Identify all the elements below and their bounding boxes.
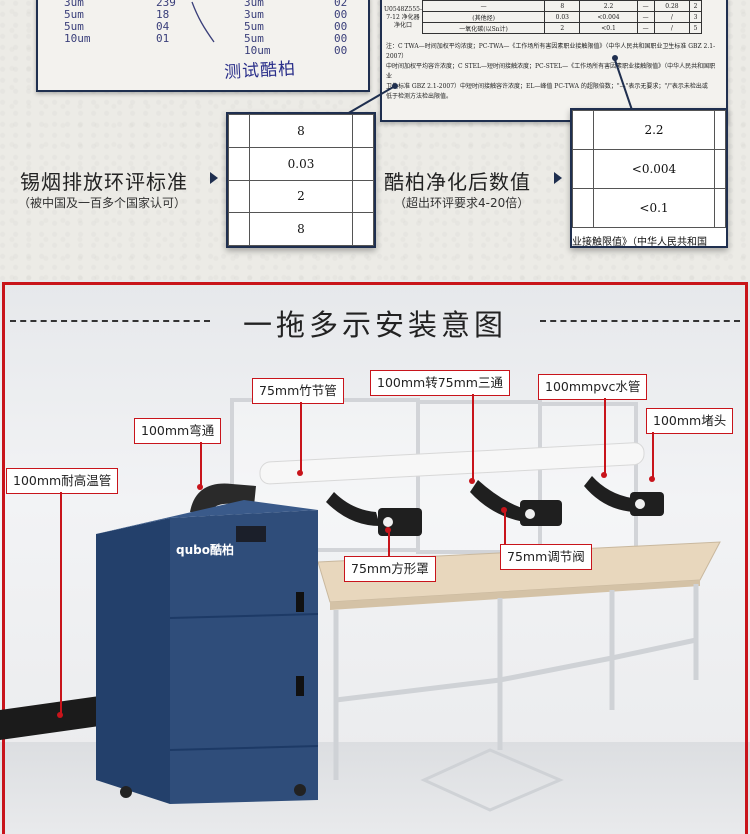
- purified-values-table: 2.2 <0.004 <0.1: [572, 110, 726, 228]
- report-background: 3um 239 3um 02 5um 18 3um 00 5um 04 5um …: [0, 0, 750, 280]
- purified-values-magnifier: 2.2 <0.004 <0.1 业接触限值》（中华人民共和国: [570, 108, 728, 248]
- callout-end-cap: 100mm堵头: [646, 408, 734, 434]
- pointer-right-icon: [554, 172, 562, 184]
- label-purified-value: 酷柏净化后数值: [384, 170, 531, 194]
- callout-dot: [469, 478, 475, 484]
- label-emission-standard: 锡烟排放环评标准: [20, 170, 188, 194]
- title-divider: [540, 320, 740, 322]
- handwritten-arrow: [191, 1, 215, 43]
- callout-line: [604, 398, 606, 474]
- callout-dot: [57, 712, 63, 718]
- magnifier-caption: 业接触限值》（中华人民共和国: [572, 237, 707, 248]
- standard-values-magnifier: 8 0.03 2 8: [226, 112, 376, 248]
- callout-bamboo-pipe: 75mm竹节管: [252, 378, 344, 404]
- standard-value: 2: [249, 179, 353, 214]
- callout-line: [504, 510, 506, 544]
- emission-report-sheet: U0548Z555-7-12 净化器净化口 — 8 2.2 — 0.28 2 (…: [380, 0, 728, 122]
- table-row: (其他烃) 0.03 <0.004 — / 3: [421, 11, 702, 23]
- callout-dot: [501, 507, 507, 513]
- report-table: — 8 2.2 — 0.28 2 (其他烃) 0.03 <0.004 — / 3…: [421, 0, 702, 34]
- callout-dot: [297, 470, 303, 476]
- callout-line: [300, 402, 302, 472]
- section-frame: [745, 282, 748, 834]
- brand-logo: qubo酷柏: [176, 543, 234, 557]
- callout-dot: [385, 527, 391, 533]
- section-frame: [2, 282, 748, 285]
- callout-square-hood: 75mm方形罩: [344, 556, 436, 582]
- install-illustration: [0, 398, 721, 812]
- particle-test-sheet: 3um 239 3um 02 5um 18 3um 00 5um 04 5um …: [36, 0, 370, 92]
- label-purified-value-note: （超出环评要求4-20倍）: [394, 196, 530, 210]
- section-frame: [2, 282, 5, 834]
- callout-elbow: 100mm弯通: [134, 418, 222, 444]
- callout-dot: [197, 484, 203, 490]
- purified-value: <0.004: [593, 149, 715, 189]
- callout-line: [200, 442, 202, 486]
- standard-value: 8: [249, 114, 353, 148]
- purified-value: <0.1: [593, 188, 715, 228]
- callout-high-temp-hose: 100mm耐高温管: [6, 468, 119, 494]
- callout-line: [388, 530, 390, 556]
- callout-tee: 100mm转75mm三通: [370, 370, 510, 396]
- sample-point-label: U0548Z555-7-12 净化器净化口: [384, 6, 422, 29]
- callout-damper-valve: 75mm调节阀: [500, 544, 592, 570]
- callout-line: [652, 432, 654, 478]
- callout-dot: [649, 476, 655, 482]
- callout-pvc-pipe: 100mmpvc水管: [538, 374, 648, 400]
- callout-dot: [601, 472, 607, 478]
- pointer-right-icon: [210, 172, 218, 184]
- report-notes: 注：C TWA—时间加权平均浓度；PC-TWA—《工作场所有害因素职业接触限值》…: [386, 43, 716, 100]
- standard-value: 8: [249, 212, 353, 246]
- callout-line: [60, 492, 62, 714]
- label-emission-standard-note: （被中国及一百多个国家认可）: [18, 196, 187, 210]
- install-title: 一拖多示安装意图: [242, 308, 507, 342]
- standard-values-table: 8 0.03 2 8: [228, 114, 374, 246]
- table-row: 一氧化碳(以Sn计) 2 <0.1 — / 5: [421, 22, 702, 34]
- callout-line: [472, 394, 474, 480]
- title-divider: [10, 320, 210, 322]
- standard-value: 0.03: [249, 146, 353, 181]
- purified-value: 2.2: [593, 110, 715, 150]
